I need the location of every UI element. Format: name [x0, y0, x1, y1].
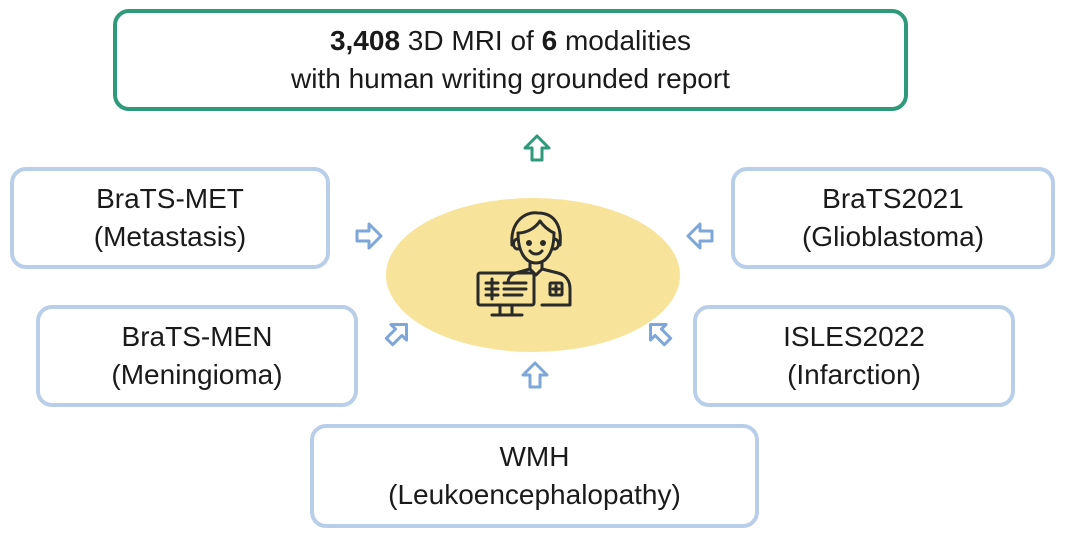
source-name: BraTS2021 [822, 183, 964, 214]
source-description: (Metastasis) [93, 221, 247, 252]
modality-count: 6 [541, 25, 558, 56]
summary-line-2: with human writing grounded report [291, 63, 730, 94]
source-name: ISLES2022 [783, 321, 925, 352]
source-box-brats-met: BraTS-MET (Metastasis) [10, 167, 330, 269]
summary-box: 3,408 3D MRI of 6 modalities with human … [113, 9, 908, 111]
summary-line-1: 3,408 3D MRI of 6 modalities [330, 22, 691, 60]
source-description: (Infarction) [787, 359, 921, 390]
arrow-right-icon [355, 222, 383, 250]
source-box-brats2021: BraTS2021 (Glioblastoma) [731, 167, 1055, 269]
image-count: 3,408 [329, 25, 401, 56]
source-description: (Glioblastoma) [801, 221, 985, 252]
source-name: BraTS-MET [96, 183, 244, 214]
source-description: (Meningioma) [111, 359, 283, 390]
source-box-brats-men: BraTS-MEN (Meningioma) [36, 305, 358, 407]
doctor-with-monitor-icon [476, 211, 572, 317]
arrow-up-right-icon [384, 323, 408, 347]
arrow-left-icon [686, 222, 714, 250]
summary-mid-text: 3D MRI of [400, 25, 542, 56]
arrow-up-icon [521, 361, 549, 389]
source-name: WMH [499, 441, 570, 472]
source-description: (Leukoencephalopathy) [388, 479, 681, 510]
source-name: BraTS-MEN [121, 321, 273, 352]
arrow-up-left-icon [649, 323, 673, 347]
arrow-up-to-summary-icon [523, 134, 551, 162]
summary-tail-text: modalities [557, 25, 692, 56]
source-box-wmh: WMH (Leukoencephalopathy) [310, 424, 759, 528]
source-box-isles2022: ISLES2022 (Infarction) [693, 305, 1015, 407]
